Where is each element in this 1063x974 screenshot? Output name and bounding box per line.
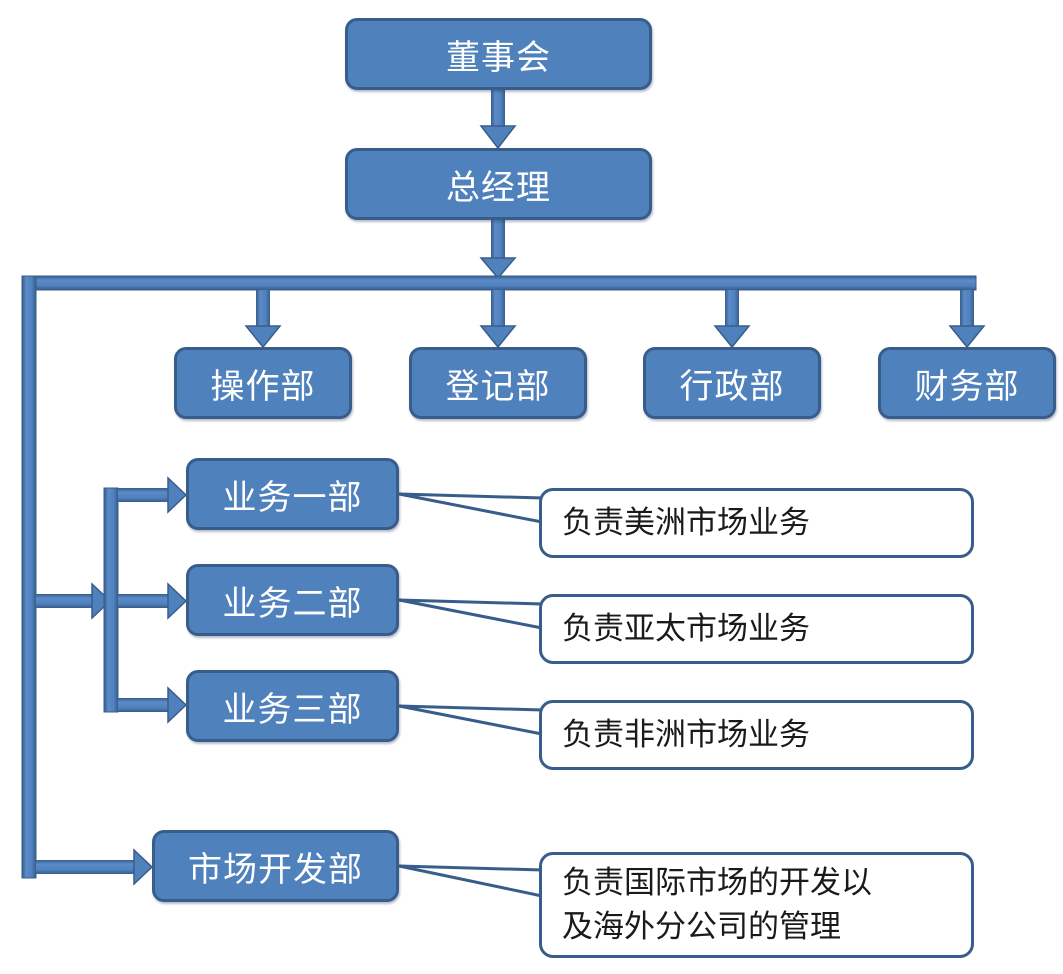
node-board-label: 董事会 bbox=[446, 37, 551, 78]
node-business-dept-3-label: 业务三部 bbox=[222, 689, 363, 730]
arrow-to-business-2 bbox=[118, 582, 188, 620]
arrow-to-business-1 bbox=[118, 476, 188, 514]
node-finance-dept: 财务部 bbox=[878, 347, 1056, 419]
left-vertical-trunk bbox=[21, 275, 37, 879]
node-general-manager: 总经理 bbox=[345, 148, 652, 220]
node-registration-dept-label: 登记部 bbox=[445, 366, 551, 407]
node-administration-dept: 行政部 bbox=[643, 347, 821, 419]
callout-business-dept-3-text: 负责非洲市场业务 bbox=[562, 717, 810, 753]
node-business-dept-1: 业务一部 bbox=[186, 458, 399, 530]
node-business-dept-3: 业务三部 bbox=[186, 670, 399, 742]
callout-tail-business-1 bbox=[398, 492, 544, 524]
callout-business-dept-1-text: 负责美洲市场业务 bbox=[562, 505, 810, 541]
arrow-to-administration bbox=[713, 290, 751, 349]
callout-tail-business-3 bbox=[398, 704, 544, 736]
callout-business-dept-1: 负责美洲市场业务 bbox=[539, 488, 974, 558]
arrow-board-to-gm bbox=[479, 90, 517, 150]
callout-business-dept-2-text: 负责亚太市场业务 bbox=[562, 611, 810, 647]
node-operations-dept: 操作部 bbox=[174, 347, 352, 419]
callout-market-dev-dept: 负责国际市场的开发以 及海外分公司的管理 bbox=[539, 852, 974, 958]
arrow-to-finance bbox=[948, 290, 986, 349]
node-business-dept-2: 业务二部 bbox=[186, 564, 399, 636]
callout-business-dept-2: 负责亚太市场业务 bbox=[539, 594, 974, 664]
node-business-dept-2-label: 业务二部 bbox=[222, 583, 363, 624]
node-administration-dept-label: 行政部 bbox=[679, 366, 785, 407]
node-registration-dept: 登记部 bbox=[409, 347, 587, 419]
callout-market-dev-dept-text: 负责国际市场的开发以 及海外分公司的管理 bbox=[562, 865, 872, 945]
business-group-vertical bbox=[103, 487, 119, 713]
arrow-gm-to-bus bbox=[479, 220, 517, 280]
arrow-to-business-3 bbox=[118, 686, 188, 724]
callout-tail-market-dev bbox=[398, 864, 544, 898]
callout-business-dept-3: 负责非洲市场业务 bbox=[539, 700, 974, 770]
node-operations-dept-label: 操作部 bbox=[210, 366, 316, 407]
node-business-dept-1-label: 业务一部 bbox=[222, 477, 363, 518]
node-general-manager-label: 总经理 bbox=[446, 167, 551, 208]
horizontal-bus-line bbox=[21, 275, 977, 291]
node-finance-dept-label: 财务部 bbox=[914, 366, 1020, 407]
arrow-to-operations bbox=[244, 290, 282, 349]
arrow-to-market-dev bbox=[36, 848, 154, 886]
node-market-dev-dept: 市场开发部 bbox=[152, 830, 399, 902]
callout-tail-business-2 bbox=[398, 598, 544, 630]
node-board: 董事会 bbox=[345, 18, 652, 90]
arrow-to-registration bbox=[479, 290, 517, 349]
node-market-dev-dept-label: 市场开发部 bbox=[188, 849, 363, 890]
arrow-trunk-to-business-group bbox=[36, 582, 112, 620]
